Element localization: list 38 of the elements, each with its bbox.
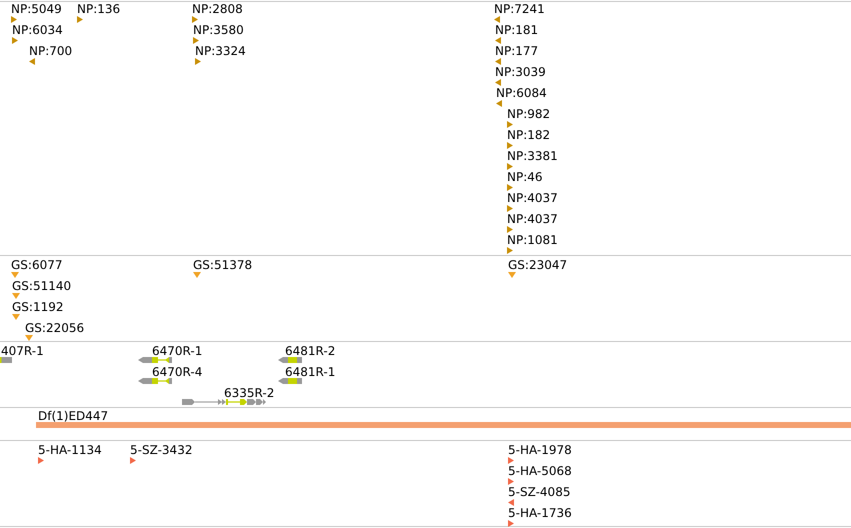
feature-label: NP:46 [507,170,543,184]
feature-label: 5-SZ-4085 [508,485,570,499]
feature-label: NP:181 [495,23,538,37]
feature-label: NP:177 [495,44,538,58]
feature-label: 6481R-1 [285,365,336,379]
feature-label: 407R-1 [1,344,44,358]
feature-label: 5-HA-5068 [508,464,572,478]
feature-label: 6470R-4 [152,365,202,379]
feature-label: NP:5049 [11,2,62,16]
feature-label: NP:982 [507,107,550,121]
feature-label: NP:6084 [496,86,547,100]
feature-label: 5-HA-1134 [38,443,102,457]
feature-label: GS:51378 [193,258,252,272]
feature-label: 5-HA-1978 [508,443,572,457]
feature-label: NP:3580 [193,23,244,37]
feature-label: NP:3324 [195,44,246,58]
feature-label: 6335R-2 [224,386,274,400]
feature-label: NP:2808 [192,2,243,16]
feature-label: 6470R-1 [152,344,202,358]
feature-label: GS:51140 [12,279,72,293]
feature-label: Df(1)ED447 [38,409,108,423]
feature-label: NP:6034 [12,23,63,37]
feature-label: GS:1192 [12,300,64,314]
feature-label: NP:3039 [495,65,546,79]
feature-label: 5-HA-1736 [508,506,572,520]
feature-label: GS:22056 [25,321,84,335]
feature-label: NP:182 [507,128,550,142]
feature-label: NP:1081 [507,233,558,247]
feature-label: 5-SZ-3432 [130,443,192,457]
feature-label: GS:23047 [508,258,568,272]
feature-label: NP:3381 [507,149,558,163]
feature-label: 6481R-2 [285,344,336,358]
feature-label: GS:6077 [11,258,62,272]
feature-label: NP:700 [29,44,72,58]
feature-label: NP:4037 [507,212,558,226]
feature-label: NP:7241 [494,2,545,16]
feature-label: NP:4037 [507,191,558,205]
feature-label: NP:136 [77,2,120,16]
